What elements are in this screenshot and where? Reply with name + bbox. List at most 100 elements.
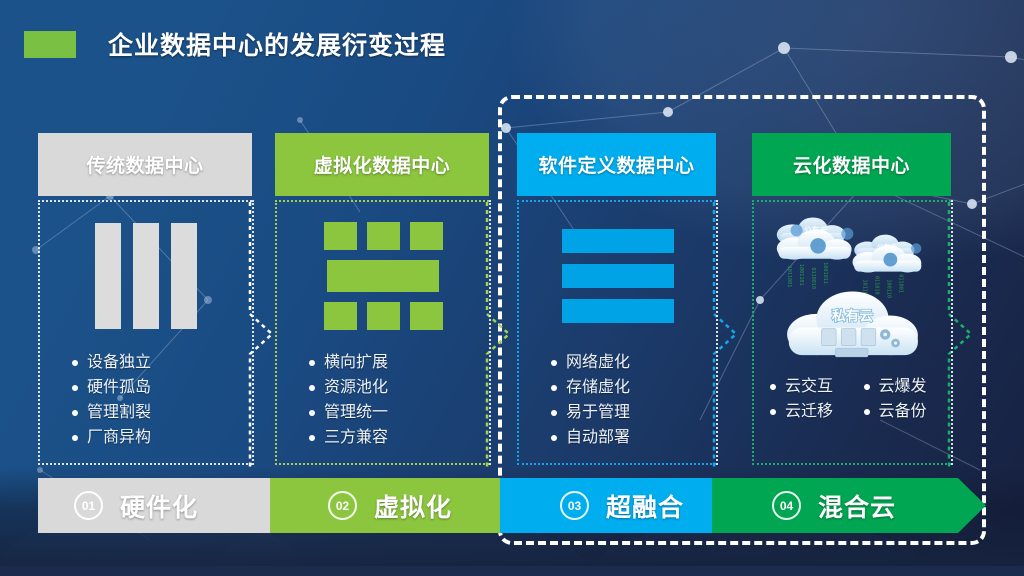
column-body-2: 横向扩展 资源池化 管理统一 三方兼容 <box>275 200 511 467</box>
server-rack-icons <box>821 328 877 358</box>
column-header-2: 虚拟化数据中心 <box>275 133 489 196</box>
green-block <box>323 302 357 330</box>
hybrid-cloud-illustration: 1011001 1001101 0110010 1001011 101100 0… <box>776 217 922 358</box>
bullet-dot <box>72 384 78 391</box>
column-bullets-3: 网络虚化 存储虚化 易于管理 自动部署 <box>519 350 716 450</box>
bullet-dot <box>72 359 78 366</box>
svg-text:011001: 011001 <box>898 274 904 293</box>
svg-text:0110010: 0110010 <box>810 267 816 289</box>
stage-column-virtualized[interactable]: 虚拟化数据中心 横向 <box>275 133 511 467</box>
bullet-dot <box>863 383 870 390</box>
list-item: 管理割裂 <box>72 400 252 425</box>
bullet-label: 管理割裂 <box>87 404 152 421</box>
list-item: 云交互 <box>770 374 858 399</box>
list-item: 存储虚化 <box>551 375 716 400</box>
list-item: 资源池化 <box>309 375 489 400</box>
public-cloud-right: 公有云 <box>852 234 922 273</box>
bullet-label: 云交互 <box>785 378 834 395</box>
column-arrow-edge-3 <box>712 202 738 467</box>
bullet-label: 云爆发 <box>878 378 927 395</box>
bullet-dot <box>551 409 557 416</box>
bullet-dot <box>551 384 557 391</box>
list-item: 网络虚化 <box>551 350 716 375</box>
column-body-4: 1011001 1001101 0110010 1001011 101100 0… <box>752 200 973 467</box>
page-title: 企业数据中心的发展衍变过程 <box>108 32 447 60</box>
stage-column-software-defined[interactable]: 软件定义数据中心 网络虚化 存储虚化 易于管理 自动部署 <box>517 133 738 467</box>
highlight-dashed-rect <box>498 95 986 545</box>
bullet-dot <box>72 434 78 441</box>
bullet-dot <box>551 434 557 441</box>
bullet-label: 自动部署 <box>566 429 631 446</box>
column-graphic-3 <box>519 202 716 350</box>
list-item: 横向扩展 <box>309 350 489 375</box>
bullet-dot <box>770 383 776 390</box>
list-item: 易于管理 <box>551 400 716 425</box>
list-item: 自动部署 <box>551 425 716 450</box>
public-cloud-label-right: 公有云 <box>877 242 898 251</box>
blue-bar <box>561 264 674 288</box>
list-item: 厂商异构 <box>72 425 252 450</box>
step-label-1: 硬件化 <box>120 493 199 522</box>
column-header-label-1: 传统数据中心 <box>86 156 204 177</box>
private-cloud: 私有云 <box>787 291 918 358</box>
column-arrow-edge-1 <box>248 202 274 467</box>
green-block <box>409 302 443 330</box>
step-label-4: 混合云 <box>818 493 897 522</box>
step-number-badge-2: 02 <box>328 491 357 520</box>
gear-icons <box>880 329 900 348</box>
bullet-label: 设备独立 <box>87 354 152 371</box>
svg-text:1001101: 1001101 <box>798 264 804 286</box>
list-item: 管理统一 <box>309 400 489 425</box>
list-item: 云爆发 <box>863 374 952 399</box>
chevron-shape-3 <box>500 478 756 533</box>
step-item-4[interactable]: 04 混合云 <box>736 478 896 533</box>
step-item-1[interactable]: 01 硬件化 <box>38 478 198 533</box>
bullet-dot <box>72 409 78 416</box>
step-number-badge-1: 01 <box>74 491 103 520</box>
list-item: 云备份 <box>863 399 952 424</box>
list-item: 云迁移 <box>770 399 858 424</box>
step-item-2[interactable]: 02 虚拟化 <box>292 478 452 533</box>
column-arrow-edge-4 <box>947 202 973 467</box>
bullet-dot <box>770 408 776 415</box>
green-block <box>366 222 400 250</box>
bullet-label: 资源池化 <box>324 379 389 396</box>
column-header-3: 软件定义数据中心 <box>517 133 716 196</box>
svg-text:101100: 101100 <box>862 279 868 298</box>
bullet-label: 管理统一 <box>324 404 389 421</box>
bullet-dot <box>309 409 315 416</box>
gray-bar <box>171 223 197 329</box>
list-item: 硬件孤岛 <box>72 375 252 400</box>
svg-text:011010: 011010 <box>874 276 880 295</box>
bullet-dot <box>309 434 315 441</box>
gray-bar <box>133 223 159 329</box>
bullet-label: 易于管理 <box>566 404 631 421</box>
gray-bar <box>95 223 121 329</box>
bullet-dot <box>551 359 557 366</box>
svg-text:1011001: 1011001 <box>786 266 792 288</box>
stage-column-traditional[interactable]: 传统数据中心 设备独立 硬件孤岛 管理割裂 厂商异构 <box>38 133 274 467</box>
column-graphic-4: 1011001 1001101 0110010 1001011 101100 0… <box>754 202 951 374</box>
step-label-2: 虚拟化 <box>374 493 453 522</box>
column-graphic-1 <box>40 202 252 350</box>
bullet-label: 三方兼容 <box>324 429 389 446</box>
stage-column-cloud[interactable]: 云化数据中心 <box>752 133 973 467</box>
step-number-badge-3: 03 <box>560 491 589 520</box>
step-number-badge-4: 04 <box>772 491 801 520</box>
bullet-label: 云备份 <box>878 403 927 420</box>
step-item-3[interactable]: 03 超融合 <box>524 478 684 533</box>
column-bullets-1: 设备独立 硬件孤岛 管理割裂 厂商异构 <box>40 350 252 450</box>
bullet-dot <box>309 359 315 366</box>
column-header-label-3: 软件定义数据中心 <box>538 156 695 177</box>
column-body-3: 网络虚化 存储虚化 易于管理 自动部署 <box>517 200 738 467</box>
slide-title-row: 企业数据中心的发展衍变过程 <box>24 26 446 62</box>
green-wide-block <box>327 260 439 292</box>
bullet-label: 云迁移 <box>785 403 834 420</box>
column-header-1: 传统数据中心 <box>38 133 252 196</box>
list-item: 三方兼容 <box>309 425 489 450</box>
public-cloud-label-left: 公有云 <box>804 225 827 235</box>
column-arrow-edge-2 <box>485 202 511 467</box>
blue-bar <box>561 299 674 323</box>
column-bullets-4: 云交互 云爆发 云迁移 云备份 <box>754 374 951 424</box>
chevron-shape-1 <box>38 478 314 533</box>
